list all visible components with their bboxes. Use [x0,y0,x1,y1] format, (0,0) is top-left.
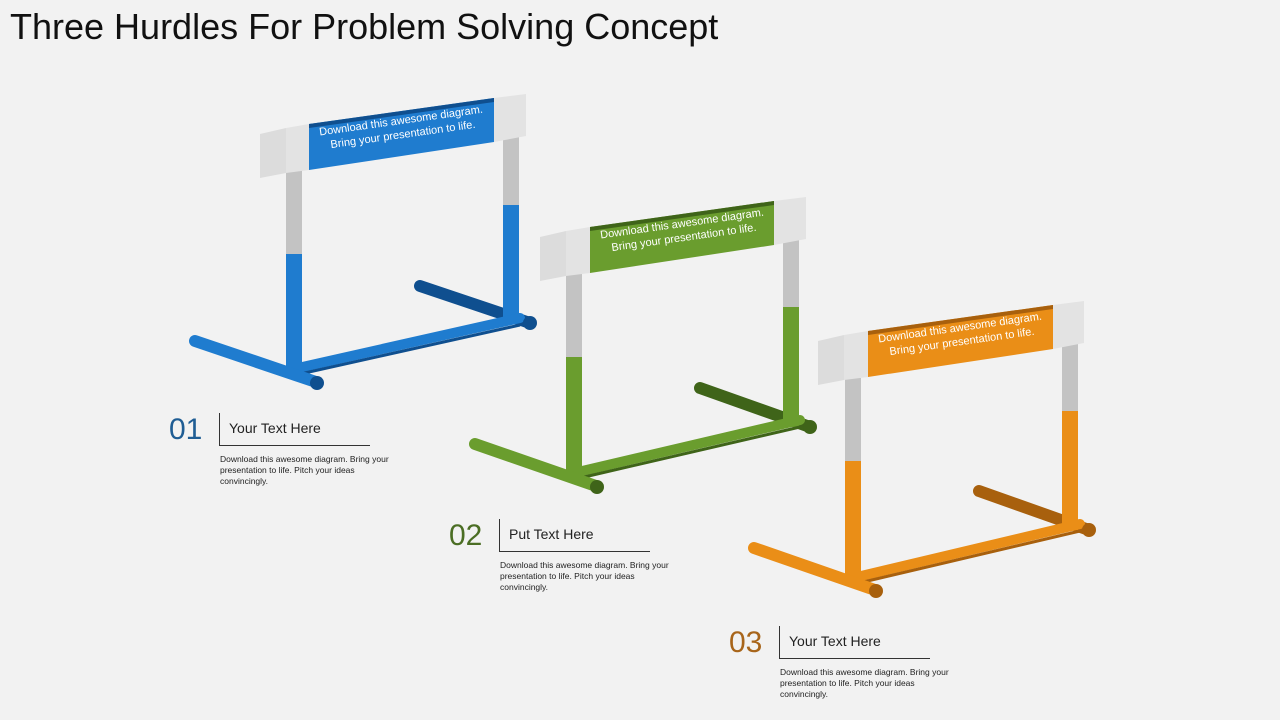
hurdle-3-bar-left-end [818,335,844,385]
caption-1-heading: Your Text Here [229,420,321,436]
caption-2-heading: Put Text Here [509,526,594,542]
hurdle-3-front-foot [748,542,881,596]
hurdle-3-back-foot-cap [1082,523,1096,537]
hurdle-1-rail-shadow [299,323,521,376]
hurdle-2-front-foot [469,438,602,492]
hurdle-2-rail [573,415,805,477]
hurdle-3: Download this awesome diagram. Bring you… [748,301,1096,598]
hurdle-2-front-post [566,357,582,477]
hurdle-2-bar-left-end [540,231,566,281]
hurdle-2-foot-cap [590,480,604,494]
hurdle-2-bar-right-cap [774,197,806,245]
hurdle-3-bar-label [868,305,1053,377]
hurdle-3-bar-label-edge [868,305,1053,335]
hurdle-1-bar-label-edge [309,98,494,128]
hurdle-1-rail [293,313,525,373]
caption-3-heading: Your Text Here [789,633,881,649]
hurdle-1: Download this awesome diagram. Bring you… [189,94,537,390]
hurdle-1-front-post [286,254,302,374]
hurdle-1-bar-left-end [260,128,286,178]
hurdle-1-back-post-top [503,130,519,206]
caption-1-number: 01 [169,413,203,446]
hurdle-1-front-foot [189,335,322,388]
hurdle-1-front-post-top [286,170,302,255]
hurdle-3-rail-shadow [858,529,1081,585]
hurdle-3-back-post-top [1062,338,1078,412]
caption-3-heading-box: Your Text Here [779,626,930,659]
hurdle-3-bar-right-cap [1053,301,1084,349]
caption-3-number: 03 [729,626,763,659]
caption-2-body: Download this awesome diagram. Bring you… [500,560,669,592]
hurdle-1-bar-right-cap [494,94,526,142]
hurdle-2-back-foot-cap [803,420,817,434]
caption-2-number: 02 [449,519,483,552]
caption-3-body: Download this awesome diagram. Bring you… [780,667,949,699]
hurdle-1-foot-cap [310,376,324,390]
hurdle-1-bar-label [309,98,494,170]
hurdle-3-bar-left-cap [844,331,868,380]
hurdle-3-back-post [1062,411,1078,530]
hurdle-1-back-post [503,205,519,323]
hurdle-2-bar-label-edge [590,201,774,231]
hurdle-1-back-foot-cap [523,316,537,330]
hurdle-3-front-post-top [845,378,861,462]
hurdle-2-bar-label [590,201,774,273]
caption-2-heading-box: Put Text Here [499,519,650,552]
caption-1-heading-box: Your Text Here [219,413,370,446]
hurdle-3-foot-cap [869,584,883,598]
hurdle-2-rail-shadow [579,425,801,480]
hurdle-2-back-post-top [783,235,799,308]
hurdle-3-rail [852,519,1085,582]
hurdle-1-bar-left-cap [286,124,309,173]
hurdle-2: Download this awesome diagram. Bring you… [469,197,817,494]
caption-1-body: Download this awesome diagram. Bring you… [220,454,389,486]
hurdle-2-back-post [783,307,799,427]
hurdle-2-bar-left-cap [566,227,590,276]
hurdle-3-front-post [845,461,861,581]
hurdle-2-front-post-top [566,273,582,358]
page-title: Three Hurdles For Problem Solving Concep… [10,6,719,47]
